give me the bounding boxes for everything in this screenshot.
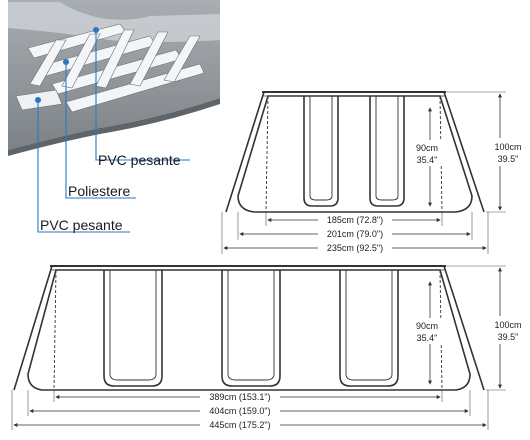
large-height-inner-cm: 90cm — [416, 321, 438, 331]
large-width-outer: 445cm (175.2") — [209, 420, 270, 430]
label-pvc-bottom: PVC pesante — [40, 217, 123, 233]
small-pool-drawing — [225, 91, 485, 213]
small-height-inner-cm: 90cm — [416, 143, 438, 153]
small-width-inner: 185cm (72.8") — [327, 215, 383, 225]
small-width-mid: 201cm (79.0") — [327, 229, 383, 239]
large-width-inner: 389cm (153.1") — [209, 392, 270, 402]
large-height-outer-in: 39.5" — [498, 332, 519, 342]
large-width-mid: 404cm (159.0") — [209, 406, 270, 416]
small-height-outer-in: 39.5" — [498, 154, 519, 164]
small-pool-dimensions: 185cm (72.8") 201cm (79.0") 235cm (92.5"… — [221, 91, 528, 254]
small-width-outer: 235cm (92.5") — [327, 243, 383, 253]
large-pool-dimensions: 389cm (153.1") 404cm (159.0") 445cm (175… — [11, 265, 528, 430]
small-height-inner-in: 35.4" — [417, 155, 438, 165]
small-height-outer-cm: 100cm — [494, 142, 521, 152]
large-pool-drawing — [13, 265, 485, 391]
label-polyester: Poliestere — [68, 183, 130, 199]
large-height-inner-in: 35.4" — [417, 333, 438, 343]
callout-lines — [34, 26, 190, 233]
large-height-outer-cm: 100cm — [494, 320, 521, 330]
material-layers-illustration — [8, 0, 220, 156]
label-pvc-top: PVC pesante — [98, 152, 181, 168]
